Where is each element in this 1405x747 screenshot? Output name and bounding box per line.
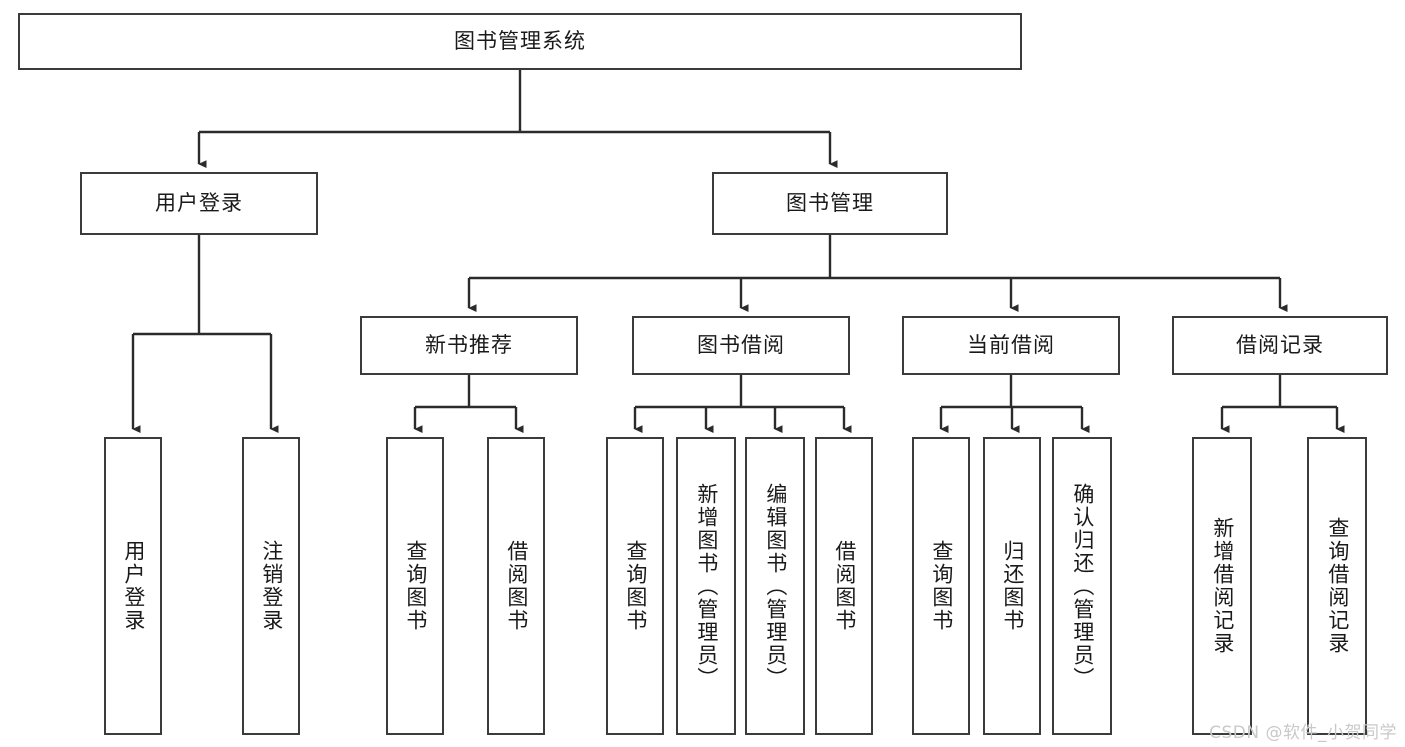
leaf-label: 借阅图书 <box>504 540 529 632</box>
leaf-label: 编辑图书（管理员） <box>763 482 788 690</box>
node-book-management-label: 图书管理 <box>786 190 874 215</box>
leaf-query-book-borrow[interactable]: 查询图书 <box>606 437 664 735</box>
leaf-query-borrow-record[interactable]: 查询借阅记录 <box>1307 437 1367 735</box>
leaf-label: 归还图书 <box>1000 540 1025 632</box>
leaf-label: 查询借阅记录 <box>1325 517 1350 655</box>
leaf-logout-login[interactable]: 注销登录 <box>242 437 300 735</box>
node-borrow-record-label: 借阅记录 <box>1236 332 1324 357</box>
leaf-add-borrow-record[interactable]: 新增借阅记录 <box>1192 437 1252 735</box>
node-new-book-recommend[interactable]: 新书推荐 <box>360 316 578 375</box>
leaf-query-book-current[interactable]: 查询图书 <box>912 437 970 735</box>
node-root[interactable]: 图书管理系统 <box>18 13 1022 70</box>
node-current-borrow-label: 当前借阅 <box>967 332 1055 357</box>
leaf-label: 新增借阅记录 <box>1210 517 1235 655</box>
node-book-borrow-label: 图书借阅 <box>697 332 785 357</box>
leaf-borrow-book-recommend[interactable]: 借阅图书 <box>487 437 545 735</box>
node-new-book-recommend-label: 新书推荐 <box>425 332 513 357</box>
leaf-label: 查询图书 <box>403 540 428 632</box>
leaf-add-book-admin[interactable]: 新增图书（管理员） <box>676 437 736 735</box>
node-current-borrow[interactable]: 当前借阅 <box>902 316 1120 375</box>
watermark: CSDN @软件_小贺同学 <box>1209 723 1397 743</box>
leaf-confirm-return-admin[interactable]: 确认归还（管理员） <box>1052 437 1112 735</box>
leaf-label: 查询图书 <box>929 540 954 632</box>
leaf-label: 确认归还（管理员） <box>1070 482 1095 690</box>
leaf-label: 新增图书（管理员） <box>694 482 719 690</box>
node-user-login-label: 用户登录 <box>155 190 243 215</box>
leaf-user-login[interactable]: 用户登录 <box>104 437 162 735</box>
leaf-return-book[interactable]: 归还图书 <box>983 437 1041 735</box>
node-book-borrow[interactable]: 图书借阅 <box>632 316 850 375</box>
node-borrow-record[interactable]: 借阅记录 <box>1172 316 1388 375</box>
leaf-label: 用户登录 <box>121 540 146 632</box>
node-user-login[interactable]: 用户登录 <box>80 172 318 235</box>
leaf-label: 借阅图书 <box>832 540 857 632</box>
node-book-management[interactable]: 图书管理 <box>712 172 948 235</box>
node-root-label: 图书管理系统 <box>454 28 586 53</box>
leaf-label: 注销登录 <box>259 540 284 632</box>
leaf-borrow-book[interactable]: 借阅图书 <box>815 437 873 735</box>
leaf-edit-book-admin[interactable]: 编辑图书（管理员） <box>745 437 805 735</box>
leaf-query-book-recommend[interactable]: 查询图书 <box>386 437 444 735</box>
leaf-label: 查询图书 <box>623 540 648 632</box>
